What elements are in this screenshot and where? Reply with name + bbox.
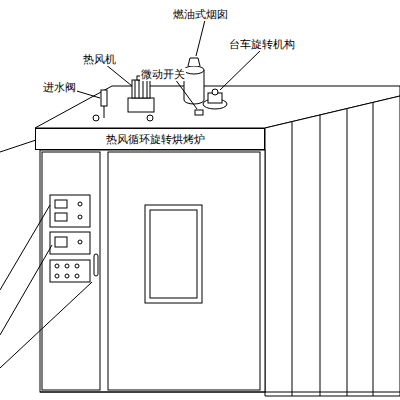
oil-chimney (184, 58, 204, 104)
band-title: 热风循环旋转烘烤炉 (36, 132, 209, 147)
part-label: 热风机 (82, 53, 117, 66)
control-panel (42, 152, 100, 390)
part-label: 台车旋转机构 (228, 38, 296, 51)
water-valve (101, 90, 107, 106)
part-label: 微动开关 (140, 68, 186, 81)
door-handle (94, 254, 98, 276)
leader-lines (0, 20, 262, 368)
rack-rotation-mechanism (203, 89, 227, 109)
part-label: 进水阀 (42, 81, 77, 94)
micro-switch (195, 110, 203, 115)
side-panels (292, 102, 373, 396)
door-window (145, 205, 202, 303)
title-band: 热风循环旋转烘烤炉 (35, 128, 265, 150)
oven-door (108, 152, 260, 390)
hot-air-fan (128, 76, 154, 112)
part-label: 燃油式烟囱 (172, 8, 229, 21)
